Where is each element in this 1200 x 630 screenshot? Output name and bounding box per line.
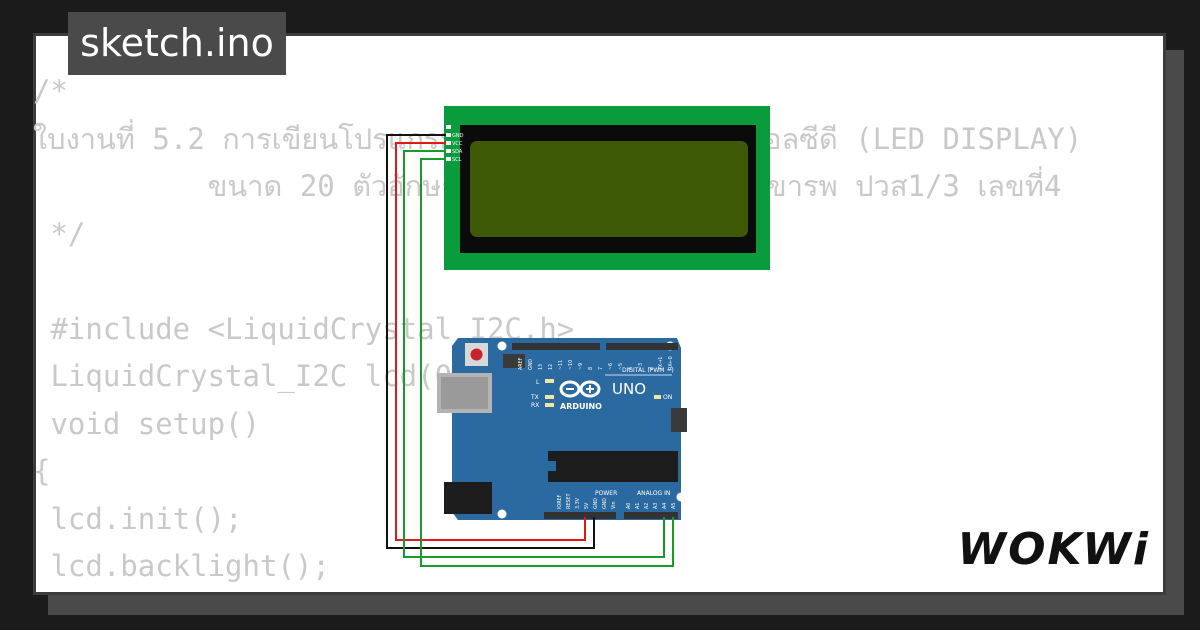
analog-pin-label: A0 xyxy=(626,503,632,509)
arduino-infinity-logo xyxy=(559,380,601,398)
lcd-pin-header: GND VCC SDA SCL xyxy=(446,125,464,163)
analog-pin-label: A3 xyxy=(653,503,659,509)
digital-pin-label: AREF xyxy=(518,357,524,370)
power-pin-label: IOREF xyxy=(557,494,563,509)
wire-scl xyxy=(420,158,674,567)
mount-hole xyxy=(497,341,507,351)
wire-vcc xyxy=(395,142,586,541)
reset-button-cap xyxy=(470,348,483,361)
wire-gnd xyxy=(386,134,595,549)
digital-pin-label: 2 xyxy=(648,367,654,370)
lcd-display[interactable]: GND VCC SDA SCL xyxy=(444,106,770,270)
board-model-label: UNO xyxy=(612,380,646,398)
digital-pin-label: ~9 xyxy=(578,363,584,370)
analog-pins-label: ANALOG IN xyxy=(637,490,670,497)
power-pin-label: GND xyxy=(602,498,608,509)
power-header xyxy=(544,512,616,519)
code-line: lcd.init(); xyxy=(33,501,243,536)
code-line: /* xyxy=(33,74,68,108)
digital-pin-label: 4 xyxy=(628,367,634,370)
led-tx xyxy=(545,395,554,399)
code-line: void setup() xyxy=(33,406,260,441)
lcd-pin-scl-label: SCL xyxy=(452,157,462,163)
power-pin-label: Vin xyxy=(611,501,617,509)
digital-pin-label: ~5 xyxy=(618,363,624,370)
led-l xyxy=(545,379,554,383)
sketch-filename-tab[interactable]: sketch.ino xyxy=(68,12,286,75)
wires xyxy=(386,134,674,567)
board-brand-label: ARDUINO xyxy=(560,402,602,411)
digital-pin-label: ~6 xyxy=(608,363,614,370)
analog-pin-label: A2 xyxy=(644,503,650,509)
lcd-screen xyxy=(470,141,748,237)
analog-pin-label: A5 xyxy=(671,503,677,509)
power-pin-label: GND xyxy=(593,498,599,509)
digital-pin-label: ~10 xyxy=(568,360,574,370)
dc-power-jack xyxy=(444,482,492,514)
wire-sda xyxy=(403,150,665,558)
analog-pin-label: A1 xyxy=(635,503,641,509)
led-rx-label: RX xyxy=(531,402,539,409)
digital-pins-label: DIGITAL (PWM ~) xyxy=(622,367,674,374)
mount-hole xyxy=(497,509,507,519)
digital-pin-label: 13 xyxy=(538,364,544,370)
analog-pin-label: A4 xyxy=(662,503,668,509)
icsp-header-2 xyxy=(671,408,687,432)
led-tx-label: TX xyxy=(530,394,539,401)
digital-pin-label: ~3 xyxy=(638,363,644,370)
led-l-label: L xyxy=(536,379,540,386)
digital-pin-label: TX→1 xyxy=(658,357,664,371)
wokwi-logo: WOKWi xyxy=(957,524,1150,575)
digital-pin-label: 7 xyxy=(598,367,604,370)
code-line: lcd.backlight(); xyxy=(33,549,330,583)
lcd-pin-gnd-label: GND xyxy=(452,133,464,139)
power-pins-label: POWER xyxy=(595,490,617,497)
power-pin-label: RESET xyxy=(566,494,572,509)
mount-hole xyxy=(676,492,686,502)
analog-header xyxy=(624,512,678,519)
atmega-chip xyxy=(548,451,678,482)
power-pin-label: 5V xyxy=(584,502,590,509)
digital-pin-label: ~11 xyxy=(558,360,564,370)
digital-header-left xyxy=(512,343,600,350)
code-line: */ xyxy=(33,216,86,251)
arduino-uno-board[interactable]: DIGITAL (PWM ~) L TX RX UNO ARDUINO ON P… xyxy=(437,338,687,520)
lcd-pin-vcc-label: VCC xyxy=(452,141,463,147)
digital-pin-label: 12 xyxy=(548,364,554,370)
power-pin-label: 3.3V xyxy=(575,497,581,509)
code-line: { xyxy=(33,454,51,488)
digital-pin-label: GND xyxy=(528,359,534,370)
digital-pin-label: RX←0 xyxy=(668,356,674,370)
led-on xyxy=(654,395,661,399)
led-on-label: ON xyxy=(663,394,672,401)
lcd-pin-sda-label: SDA xyxy=(452,149,463,155)
digital-pin-label: 8 xyxy=(588,367,594,370)
icsp-header xyxy=(503,354,525,368)
led-rx xyxy=(545,403,554,407)
digital-header-right xyxy=(606,343,678,350)
